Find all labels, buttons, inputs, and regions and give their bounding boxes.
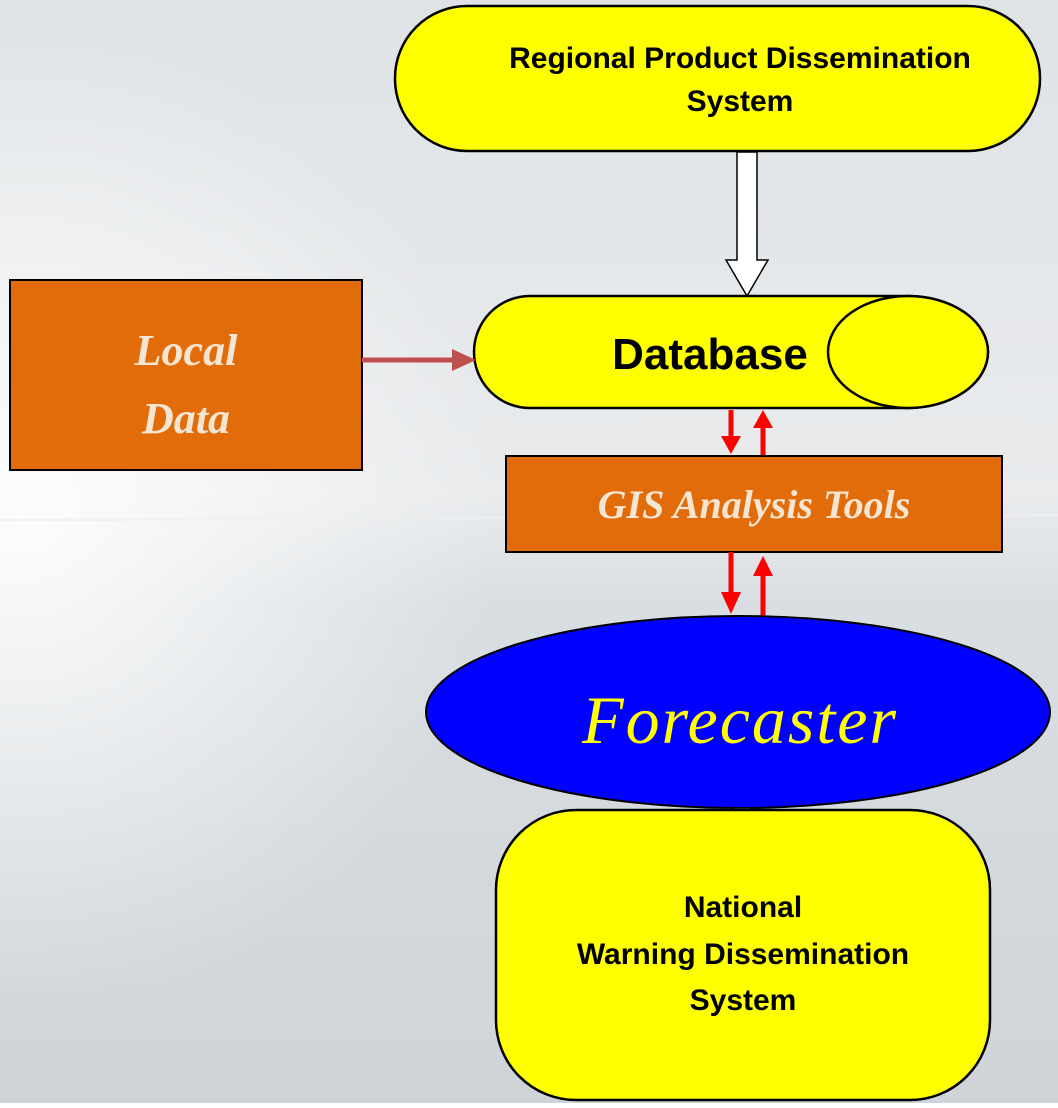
arrow-database-to-gis-head bbox=[721, 436, 741, 454]
regional-system-node bbox=[393, 4, 1042, 153]
local-data-node bbox=[9, 279, 363, 471]
arrow-regional-to-database bbox=[724, 151, 770, 298]
national-system-node bbox=[494, 808, 992, 1102]
database-cylinder-end bbox=[826, 294, 990, 410]
arrow-forecaster-to-gis-head bbox=[753, 556, 773, 576]
arrow-local-to-database-head bbox=[452, 349, 476, 371]
arrow-gis-to-database-head bbox=[753, 410, 773, 428]
gis-tools-node bbox=[505, 455, 1003, 553]
forecaster-node bbox=[425, 615, 1051, 809]
arrow-gis-to-forecaster-head bbox=[721, 592, 741, 614]
